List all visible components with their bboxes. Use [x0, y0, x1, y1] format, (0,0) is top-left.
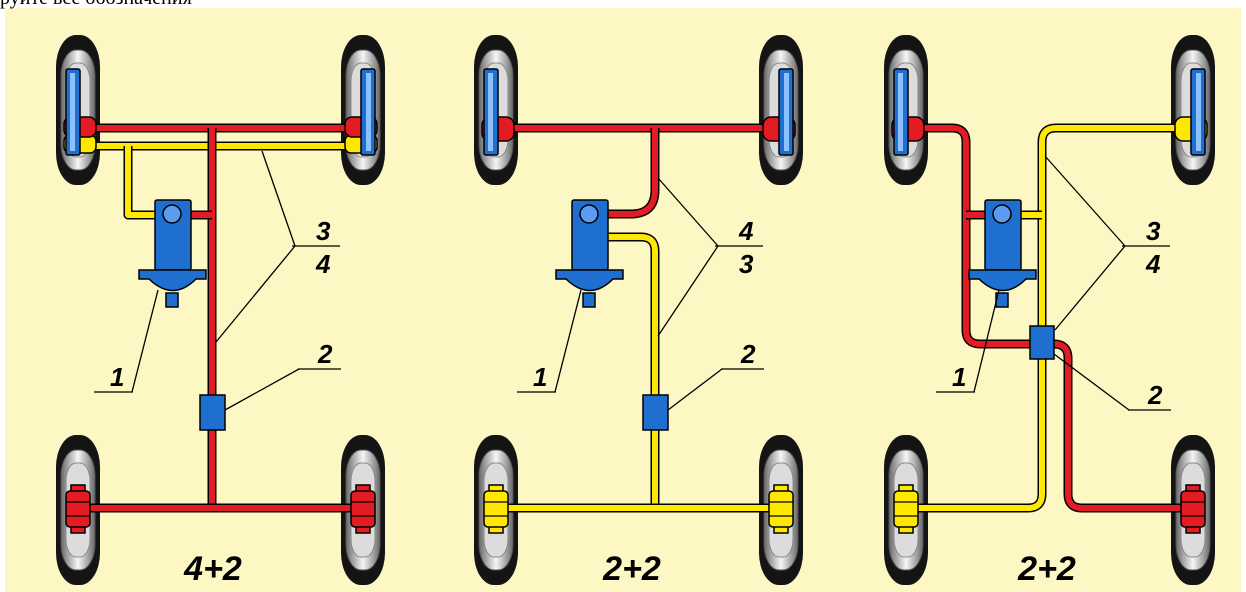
pipes [85, 123, 1186, 513]
callout-lower: 4 [1145, 249, 1161, 279]
d3-rear-right-brake [1180, 484, 1206, 534]
d3-front-right-brake [1174, 68, 1208, 156]
leader-line [657, 245, 719, 337]
leader-line [215, 245, 296, 343]
d2-front-right-brake [762, 68, 796, 156]
brake-disc-highlight [1196, 73, 1201, 151]
d2-yellow-trunk-line [600, 234, 658, 508]
callout-2: 2 [1147, 380, 1163, 410]
header-text: руйте все обозначения [0, 0, 192, 9]
scheme-label: 2+2 [602, 550, 661, 588]
brake-disc-highlight [366, 73, 371, 151]
brake-disc-highlight [488, 73, 493, 151]
d1-yellow-master-line [125, 146, 160, 218]
leader-line [224, 368, 300, 411]
wheel-cylinder [1180, 490, 1206, 528]
d3-rear-left-brake [893, 484, 919, 534]
d3-yellow-diagonal-line [908, 125, 1186, 511]
d2-pressure-regulator [642, 394, 669, 431]
callout-upper: 3 [1146, 216, 1161, 246]
leader-line [667, 368, 723, 411]
wheel-cylinder [350, 490, 376, 528]
d1-front-right-brake [344, 68, 378, 156]
leader-line [1054, 245, 1126, 331]
d1-rear-right-brake [350, 484, 376, 534]
d3-pressure-regulator [1029, 325, 1055, 360]
d2-rear-right-brake [768, 484, 794, 534]
leader-line [973, 289, 1000, 393]
wheel-cylinder [483, 490, 509, 528]
leader-line [1044, 155, 1126, 247]
callout-lower: 4 [315, 249, 331, 279]
d3-callouts: 3 4 1 2 2+2 [936, 155, 1171, 588]
d1-front-left-brake [63, 68, 97, 156]
d2-rear-left-brake [483, 484, 509, 534]
callout-upper: 3 [316, 216, 331, 246]
brake-disc-highlight [898, 73, 903, 151]
callout-1: 1 [952, 362, 966, 392]
wheel-cylinder [893, 490, 919, 528]
callout-lower: 3 [739, 249, 754, 279]
callout-1: 1 [110, 362, 124, 392]
callout-1: 1 [533, 362, 547, 392]
leader-line [261, 150, 296, 247]
leader-line [131, 289, 159, 393]
brake-disc-highlight [784, 73, 789, 151]
d3-red-diagonal-line [912, 125, 1186, 511]
callout-2: 2 [317, 339, 333, 369]
d2-front-left-brake [481, 68, 515, 156]
d1-pressure-regulator [199, 394, 226, 431]
d1-callouts: 3 4 1 2 4+2 [94, 150, 341, 588]
brake-disc-highlight [70, 73, 75, 151]
leader-line [1053, 353, 1130, 411]
d1-rear-left-brake [65, 484, 91, 534]
wheel-cylinder [768, 490, 794, 528]
wheel-cylinder [65, 490, 91, 528]
leader-line [554, 289, 582, 393]
scheme-label: 2+2 [1017, 550, 1076, 588]
callout-2: 2 [740, 339, 756, 369]
d3-front-left-brake [891, 68, 925, 156]
callout-upper: 4 [738, 216, 754, 246]
leader-line [657, 177, 719, 247]
d2-red-trunk-line [600, 128, 658, 217]
scheme-label: 4+2 [183, 550, 242, 588]
d2-callouts: 4 3 1 2 2+2 [517, 177, 764, 588]
